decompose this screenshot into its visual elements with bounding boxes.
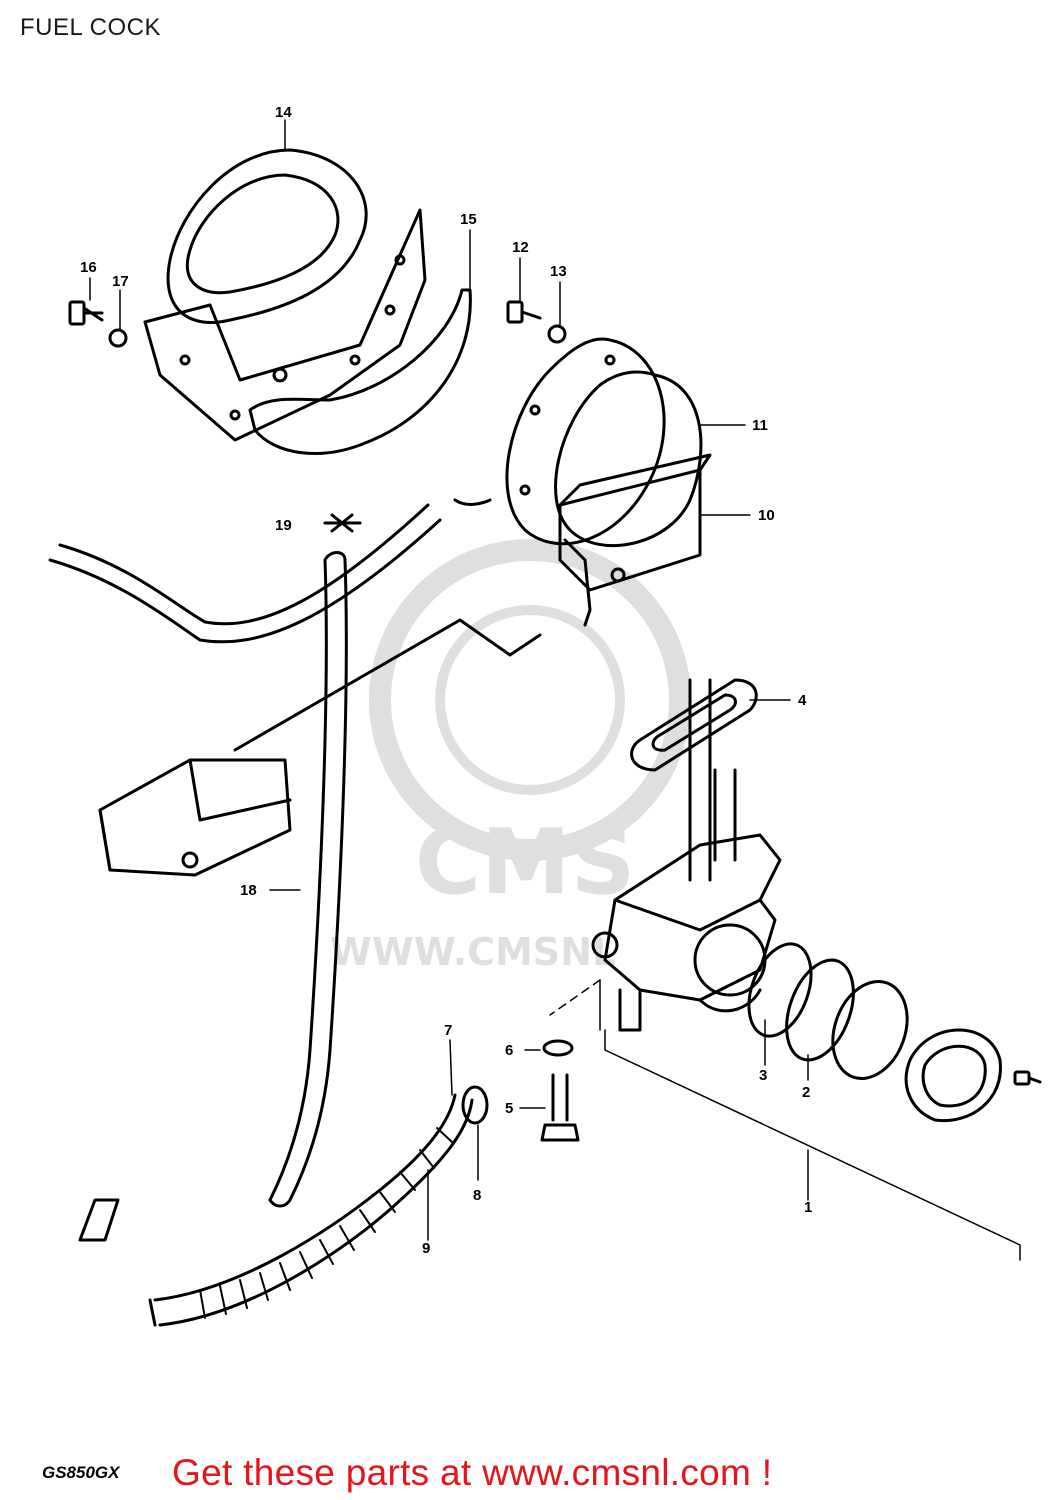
callout-8: 8 — [473, 1187, 481, 1204]
callout-17: 17 — [112, 273, 129, 290]
callout-4: 4 — [798, 692, 807, 709]
leader-lines — [89, 119, 1021, 1261]
part-10-fuel-gauge — [554, 370, 712, 627]
callout-15: 15 — [460, 211, 477, 228]
callout-11: 11 — [752, 417, 768, 434]
callout-6: 6 — [505, 1042, 513, 1059]
float-arm — [233, 498, 542, 752]
part-8-clamp — [461, 1085, 489, 1125]
page-title: FUEL COCK — [20, 14, 161, 41]
callout-1: 1 — [804, 1199, 812, 1216]
callout-5: 5 — [505, 1100, 513, 1117]
part-13-washer — [547, 324, 567, 344]
callout-12: 12 — [512, 239, 529, 256]
callout-9: 9 — [422, 1240, 430, 1257]
part-3-gasket — [747, 942, 813, 1038]
part-15-cushion — [248, 288, 472, 455]
model-code: GS850GX — [42, 1463, 120, 1482]
float-body — [98, 758, 292, 877]
cover-screw — [1013, 1070, 1042, 1086]
part-14-holder-ring — [143, 148, 427, 442]
part-17-washer — [108, 328, 128, 348]
part-hose-top — [48, 503, 442, 644]
part-16-screw — [68, 300, 104, 326]
part-6-washer — [542, 1039, 574, 1057]
part-1-fuel-cock — [591, 678, 782, 1032]
part-cover-plate — [904, 1028, 1002, 1123]
part-19-clamp — [323, 513, 362, 533]
callout-10: 10 — [758, 507, 775, 524]
part-2-o-ring — [785, 958, 855, 1062]
callout-16: 16 — [80, 259, 97, 276]
part-5-screw — [540, 1073, 580, 1142]
part-9-fuel-hose — [148, 1093, 474, 1327]
shop-link[interactable]: Get these parts at www.cmsnl.com ! — [172, 1452, 773, 1493]
callout-7: 7 — [444, 1022, 452, 1039]
callout-18: 18 — [240, 882, 257, 899]
callout-19: 19 — [275, 517, 292, 534]
part-18-hose — [268, 551, 348, 1208]
front-arrow-mark — [78, 1198, 120, 1242]
callout-2: 2 — [802, 1084, 810, 1101]
part-lever — [831, 980, 909, 1080]
part-12-screw — [506, 300, 542, 324]
callout-14: 14 — [275, 104, 292, 121]
callout-3: 3 — [759, 1067, 767, 1084]
part-4-gasket — [630, 678, 758, 772]
callout-13: 13 — [550, 263, 567, 280]
part-11-gasket — [505, 337, 666, 546]
callout-labels: 14 15 16 17 12 13 11 10 19 4 18 7 6 5 8 … — [80, 104, 812, 1257]
